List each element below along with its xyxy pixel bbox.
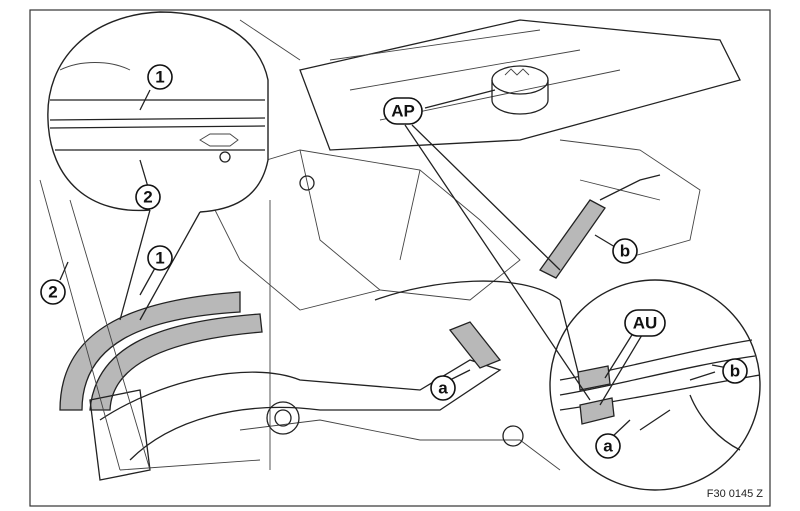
svg-text:1: 1 — [155, 249, 164, 268]
leader-lines — [59, 89, 729, 438]
callout-main-2: 2 — [40, 279, 66, 305]
engine-body — [119, 19, 701, 471]
svg-text:2: 2 — [48, 283, 57, 302]
callout-inset-a: a — [595, 433, 621, 459]
svg-text:AP: AP — [391, 102, 415, 121]
svg-text:b: b — [620, 242, 630, 261]
svg-text:b: b — [730, 362, 740, 381]
callout-inset-top-2: 2 — [135, 184, 161, 210]
detail-inset-top — [47, 11, 269, 321]
svg-text:a: a — [438, 379, 448, 398]
svg-text:a: a — [603, 437, 613, 456]
callout-main-a: a — [430, 375, 456, 401]
callout-inset-top-1: 1 — [147, 64, 173, 90]
callout-au: AU — [624, 309, 666, 337]
callout-main-b: b — [612, 238, 638, 264]
coolant-hoses — [39, 174, 661, 481]
figure-code: F30 0145 Z — [707, 488, 764, 500]
svg-text:2: 2 — [143, 188, 152, 207]
engine-cover — [299, 19, 741, 151]
callout-main-1: 1 — [147, 245, 173, 271]
svg-text:AU: AU — [633, 314, 658, 333]
svg-text:1: 1 — [155, 68, 164, 87]
callout-ap: AP — [383, 97, 423, 125]
callout-inset-b: b — [722, 358, 748, 384]
